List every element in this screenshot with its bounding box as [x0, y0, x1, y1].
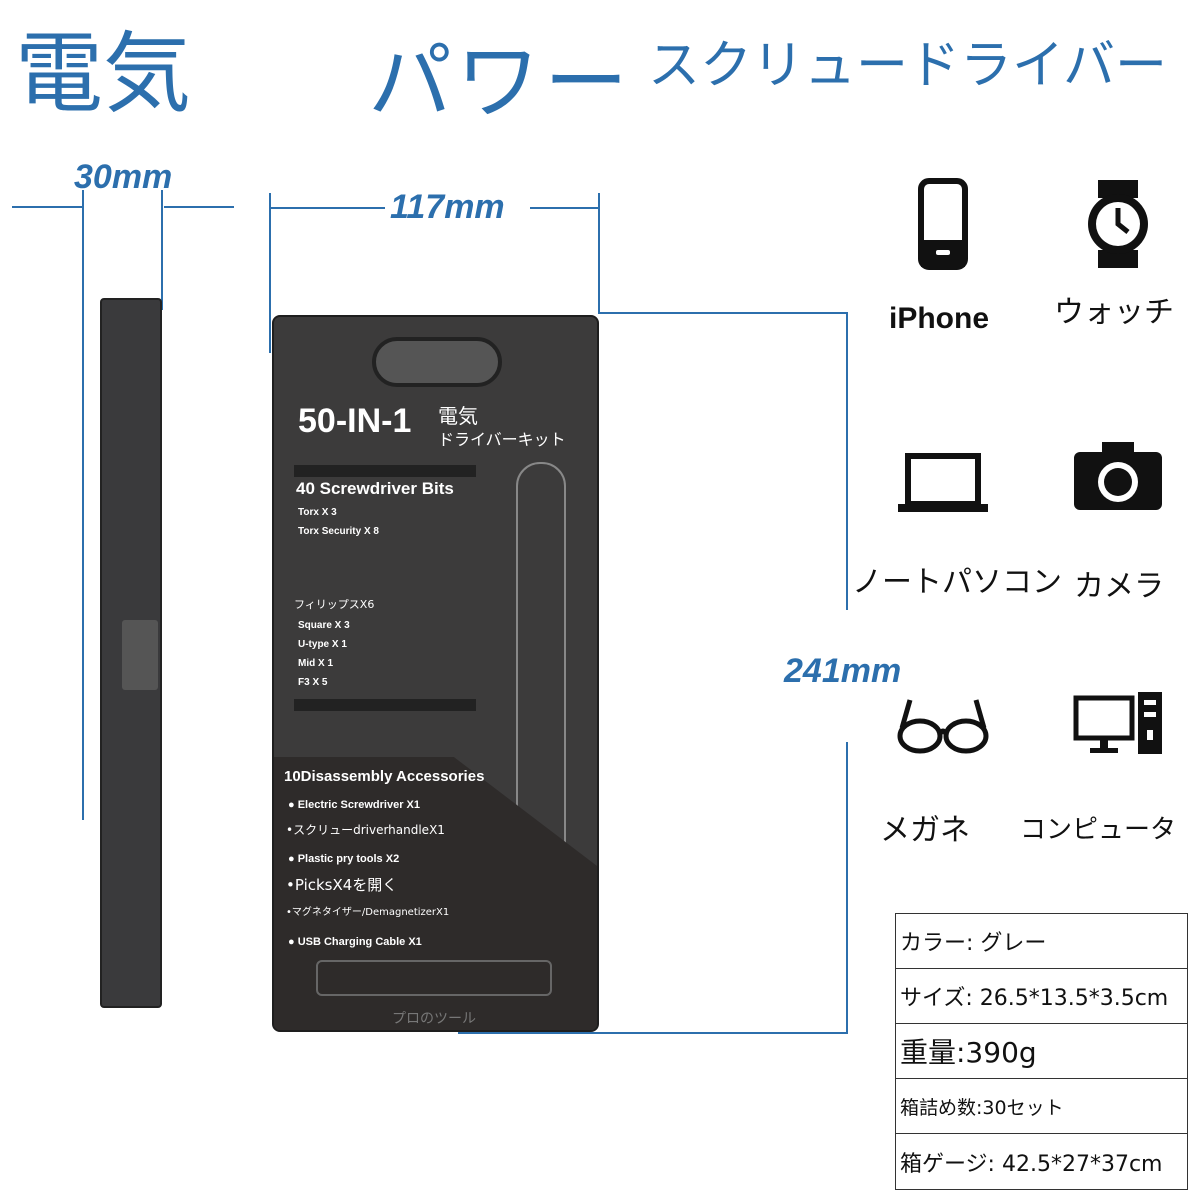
- dim-line: [458, 1032, 848, 1034]
- title-screwdriver: スクリュードライバー: [648, 36, 1167, 96]
- spec-box-qty: 箱詰め数:30セット: [896, 1079, 1187, 1134]
- title-power: パワー: [368, 33, 633, 131]
- bit-item: Torx Security X 8: [298, 526, 379, 537]
- box-side-view: [100, 298, 162, 1008]
- spec-size: サイズ: 26.5*13.5*3.5cm: [896, 969, 1187, 1024]
- glasses-icon: [897, 699, 989, 754]
- device-label-laptop: ノートパソコン: [852, 565, 1062, 600]
- sub2: ドライバーキット: [438, 430, 566, 449]
- package-footer: プロのツール: [392, 1011, 476, 1027]
- bit-item: U-type X 1: [298, 639, 347, 650]
- accessory-item: •マグネタイザー/DemagnetizerX1: [286, 907, 450, 918]
- dim-line: [846, 312, 848, 610]
- device-icons-strip: [316, 960, 552, 996]
- headline: 50-IN-1: [298, 402, 412, 440]
- dim-line: [270, 207, 385, 209]
- accessory-item: ● Plastic pry tools X2: [288, 853, 400, 865]
- device-label-computer: コンピュータ: [1020, 815, 1177, 845]
- depth-label: 30mm: [74, 158, 173, 196]
- spec-color: カラー: グレー: [896, 914, 1187, 969]
- accessory-item: ● USB Charging Cable X1: [288, 936, 422, 948]
- bit-item: F3 X 5: [298, 677, 328, 688]
- dim-line: [269, 193, 271, 353]
- package-front: 50-IN-1 電気 ドライバーキット 40 Screwdriver Bits …: [272, 315, 599, 1032]
- height-label: 241mm: [784, 652, 902, 690]
- phone-icon: [918, 178, 968, 270]
- dim-line: [530, 207, 600, 209]
- dim-line: [161, 190, 163, 310]
- watch-icon: [1088, 180, 1148, 268]
- spec-weight: 重量:390g: [896, 1024, 1187, 1079]
- bit-item: Square X 3: [298, 620, 350, 631]
- device-label-camera: カメラ: [1074, 569, 1164, 604]
- device-label-iphone: iPhone: [889, 302, 990, 335]
- bits-title: 40 Screwdriver Bits: [296, 479, 454, 498]
- accessory-item: •PicksX4を開く: [286, 876, 398, 894]
- hang-hole: [372, 337, 502, 387]
- accessory-item: •スクリューdriverhandleX1: [286, 823, 445, 837]
- dim-line: [598, 312, 848, 314]
- dim-line: [82, 190, 84, 820]
- computer-icon: [1073, 692, 1162, 754]
- dim-line: [164, 206, 234, 208]
- accessories-title: 10Disassembly Accessories: [284, 768, 485, 785]
- phillips-label: フィリップスX6: [294, 598, 375, 611]
- bit-item: Torx X 3: [298, 507, 337, 518]
- dim-line: [846, 742, 848, 1032]
- title-electric: 電気: [15, 22, 192, 125]
- laptop-icon: [898, 453, 988, 512]
- spec-table: カラー: グレー サイズ: 26.5*13.5*3.5cm 重量:390g 箱詰…: [895, 913, 1188, 1190]
- camera-icon: [1074, 442, 1162, 510]
- width-label: 117mm: [390, 188, 505, 226]
- device-label-watch: ウォッチ: [1054, 295, 1174, 330]
- device-label-glasses: メガネ: [880, 813, 970, 848]
- spec-box-gauge: 箱ゲージ: 42.5*27*37cm: [900, 1151, 1163, 1177]
- dim-line: [598, 193, 600, 313]
- bit-item: Mid X 1: [298, 658, 334, 669]
- accessory-item: ● Electric Screwdriver X1: [288, 799, 420, 811]
- dim-line: [12, 206, 82, 208]
- sub1: 電気: [438, 404, 478, 428]
